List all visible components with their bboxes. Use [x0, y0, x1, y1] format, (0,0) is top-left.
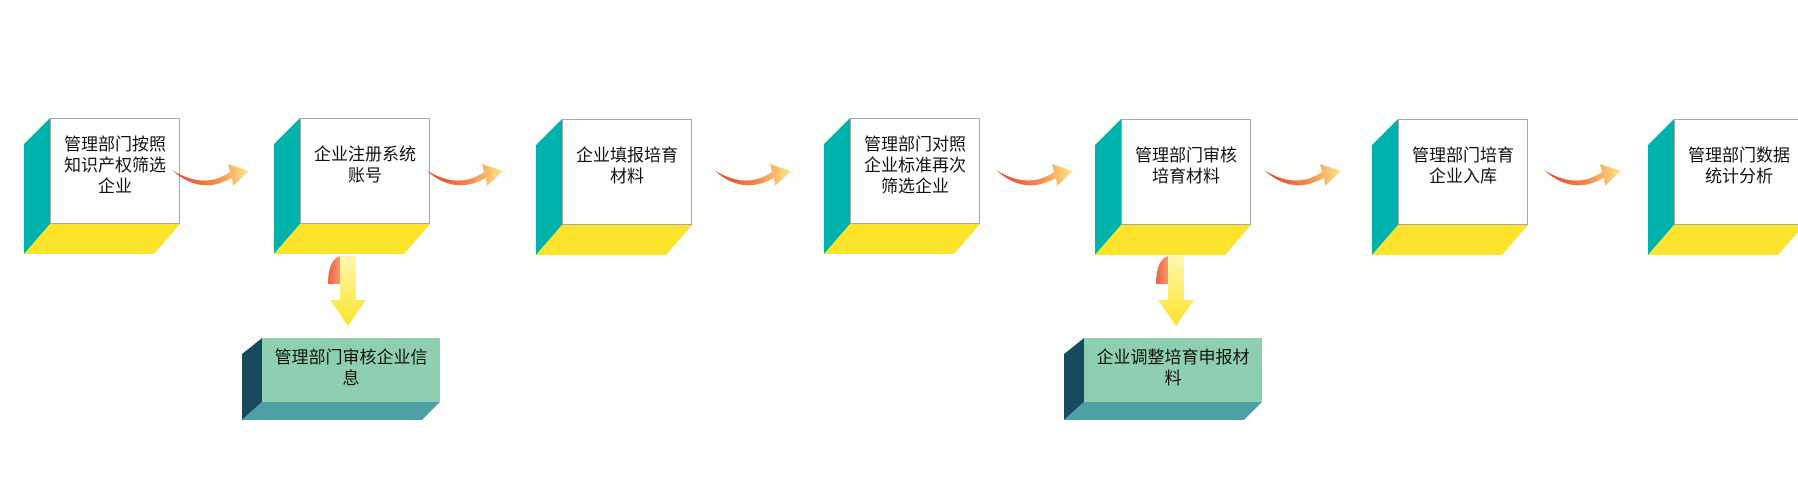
step-label: 企业填报培育材料 — [562, 119, 692, 225]
step-bottom — [536, 225, 692, 255]
step-bottom — [1372, 225, 1528, 255]
curved-arrow-icon — [996, 164, 1073, 186]
step-bottom — [824, 224, 980, 254]
branch-label: 管理部门审核企业信息 — [262, 338, 440, 402]
branch-review-company-info: 管理部门审核企业信息 — [242, 338, 440, 420]
step-bottom — [1095, 225, 1251, 255]
branch-side — [242, 338, 262, 420]
branch-side — [1064, 338, 1084, 420]
branch-label: 企业调整培育申报材料 — [1084, 338, 1262, 402]
curved-arrow-icon — [714, 164, 791, 186]
step-fill-materials: 企业填报培育材料 — [536, 119, 692, 255]
step-bottom — [1648, 225, 1798, 255]
down-arrow-icon — [1156, 256, 1194, 326]
down-arrow-icon — [328, 256, 366, 326]
step-label: 管理部门培育企业入库 — [1398, 119, 1528, 225]
step-label: 管理部门对照企业标准再次筛选企业 — [850, 118, 980, 224]
branch-bottom — [1064, 402, 1262, 420]
step-label: 管理部门按照知识产权筛选企业 — [50, 118, 180, 224]
step-bottom — [274, 224, 430, 254]
step-review-materials: 管理部门审核培育材料 — [1095, 119, 1251, 255]
step-label: 企业注册系统账号 — [300, 118, 430, 224]
branch-bottom — [242, 402, 440, 420]
step-label: 管理部门审核培育材料 — [1121, 119, 1251, 225]
curved-arrow-icon — [172, 164, 249, 186]
step-rescreen-companies: 管理部门对照企业标准再次筛选企业 — [824, 118, 980, 254]
curved-arrow-icon — [1544, 164, 1621, 186]
curved-arrow-icon — [426, 164, 503, 186]
curved-arrow-icon — [1264, 164, 1341, 186]
step-screen-companies: 管理部门按照知识产权筛选企业 — [24, 118, 180, 254]
step-register-account: 企业注册系统账号 — [274, 118, 430, 254]
step-cultivate-storage: 管理部门培育企业入库 — [1372, 119, 1528, 255]
step-bottom — [24, 224, 180, 254]
branch-adjust-materials: 企业调整培育申报材料 — [1064, 338, 1262, 420]
step-statistics: 管理部门数据统计分析 — [1648, 119, 1798, 255]
step-label: 管理部门数据统计分析 — [1674, 119, 1798, 225]
